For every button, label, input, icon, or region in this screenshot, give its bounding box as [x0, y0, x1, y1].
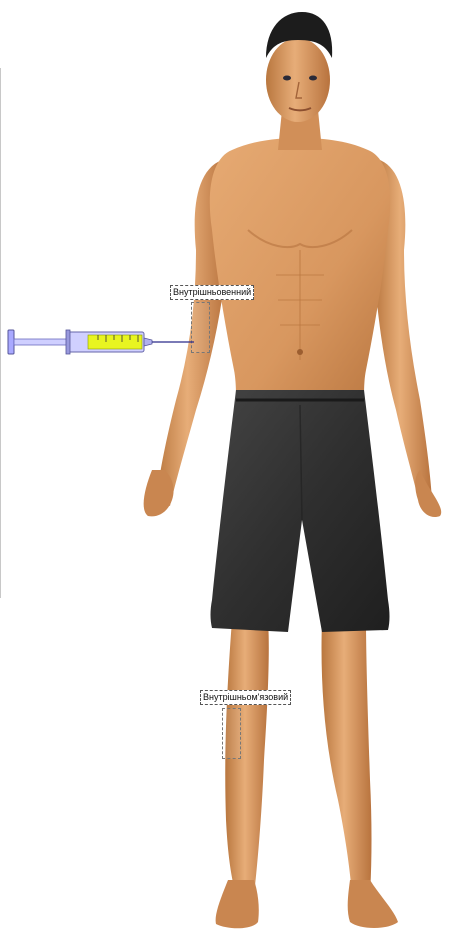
- left-hand: [144, 470, 174, 516]
- intravenous-site-label[interactable]: Внутрішньовенний: [170, 285, 254, 300]
- right-leg: [322, 620, 372, 895]
- right-foot: [348, 880, 398, 928]
- syringe-icon[interactable]: [6, 324, 196, 360]
- intramuscular-site-zone[interactable]: [222, 708, 241, 759]
- left-foot: [216, 880, 259, 928]
- intramuscular-site-label[interactable]: Внутрішньом'язовий: [200, 690, 291, 705]
